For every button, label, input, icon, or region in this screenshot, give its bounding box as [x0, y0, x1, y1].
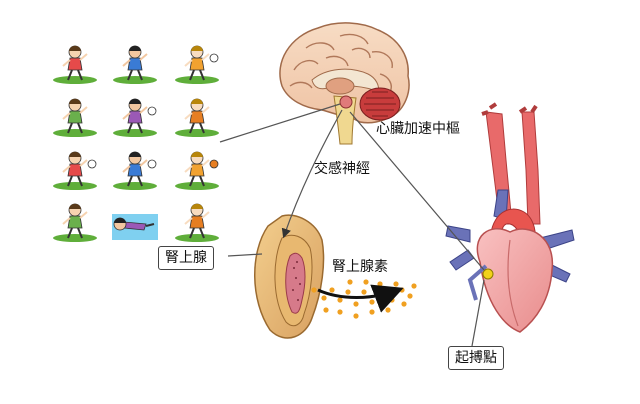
skateboarder-icon: [172, 95, 222, 143]
adrenaline-molecule: [385, 307, 391, 313]
soccer-player-icon: [110, 148, 160, 196]
adrenal-gland-label: 腎上腺: [158, 246, 214, 270]
activity-to-brain-line: [219, 103, 341, 143]
adrenaline-molecule: [311, 287, 317, 293]
adrenaline-molecule: [321, 295, 327, 301]
runner-icon: [110, 42, 160, 90]
cyclist-icon: [50, 95, 100, 143]
adrenaline-molecule: [363, 279, 369, 285]
sympathetic-nerve-label: 交感神經: [314, 161, 370, 177]
adrenaline-molecule: [347, 279, 353, 285]
heart-icon: [445, 102, 575, 333]
pacemaker-node: [482, 268, 494, 280]
adrenaline-molecule: [411, 283, 417, 289]
adrenaline-molecule: [353, 313, 359, 319]
adrenaline-molecule: [407, 293, 413, 299]
adrenaline-molecule: [361, 289, 367, 295]
adrenaline-molecule: [329, 287, 335, 293]
adrenal-gland-icon: [254, 214, 325, 339]
pacemaker-label: 起搏點: [448, 346, 504, 370]
adrenaline-molecule: [399, 287, 405, 293]
nerve-to-heart-line: [349, 111, 485, 271]
adrenaline-flow-arrow: [317, 284, 404, 313]
adrenaline-label: 腎上腺素: [332, 259, 388, 275]
brain-icon: [279, 22, 410, 145]
cricket-player-icon: [172, 200, 222, 248]
adrenal-label-pointer: [227, 253, 263, 257]
adrenaline-molecule: [369, 309, 375, 315]
adrenaline-molecule: [323, 307, 329, 313]
adrenaline-molecules: [311, 279, 417, 319]
pacemaker-label-pointer: [471, 279, 485, 347]
football-player-icon: [172, 42, 222, 90]
adrenaline-molecule: [369, 299, 375, 305]
jump-rope-icon: [50, 42, 100, 90]
adrenaline-molecule: [377, 281, 383, 287]
basketball-player-icon: [172, 148, 222, 196]
adrenaline-molecule: [389, 297, 395, 303]
nerve-to-adrenal-arrow: [281, 109, 343, 239]
baseball-batter-icon: [110, 95, 160, 143]
hockey-player-icon: [50, 200, 100, 248]
adrenaline-molecule: [353, 301, 359, 307]
adrenaline-molecule: [401, 301, 407, 307]
swimmer-icon: [110, 200, 160, 248]
adrenaline-molecule: [393, 281, 399, 287]
adrenaline-molecule: [337, 297, 343, 303]
adrenaline-molecule: [337, 309, 343, 315]
netball-player-icon: [50, 148, 100, 196]
cardiac-center-label: 心臟加速中樞: [376, 121, 460, 137]
adrenaline-molecule: [345, 289, 351, 295]
